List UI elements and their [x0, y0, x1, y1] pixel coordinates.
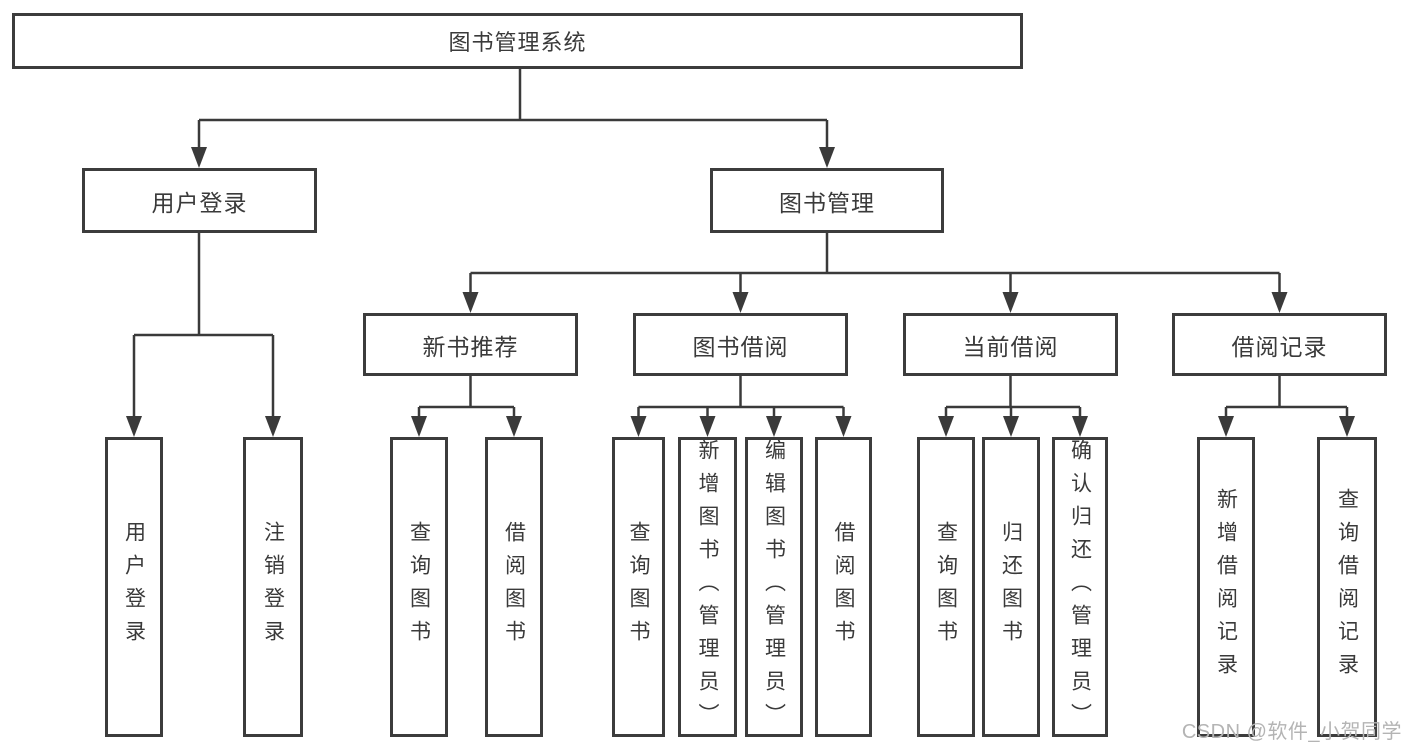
node-label: 图书管理: [779, 189, 875, 216]
leaf-label: 查询图书: [627, 521, 650, 653]
node-book-management: 图书管理: [710, 168, 944, 233]
leaf-borrowing-borrow-books: 借阅图书: [815, 437, 872, 737]
node-current-borrowing: 当前借阅: [903, 313, 1118, 376]
leaf-current-confirm-return-admin: 确认归还（管理员）: [1052, 437, 1108, 737]
leaf-logout: 注销登录: [243, 437, 303, 737]
leaf-records-query-borrow-record: 查询借阅记录: [1317, 437, 1377, 737]
csdn-watermark: CSDN @软件_小贺同学: [1181, 721, 1402, 743]
leaf-current-return-books: 归还图书: [982, 437, 1040, 737]
leaf-newbook-borrow-books: 借阅图书: [485, 437, 543, 737]
node-new-book-recommend: 新书推荐: [363, 313, 578, 376]
leaf-borrowing-add-books-admin: 新增图书（管理员）: [678, 437, 737, 737]
leaf-label: 用户登录: [122, 521, 146, 653]
node-label: 用户登录: [151, 189, 248, 216]
leaf-label: 新增图书（管理员）: [696, 438, 719, 736]
leaf-label: 查询图书: [934, 521, 958, 653]
leaf-label: 借阅图书: [502, 521, 526, 653]
node-label: 图书管理系统: [448, 30, 587, 55]
node-user-login: 用户登录: [82, 168, 317, 233]
node-label: 借阅记录: [1231, 333, 1328, 360]
leaf-borrowing-edit-books-admin: 编辑图书（管理员）: [745, 437, 803, 737]
leaf-label: 编辑图书（管理员）: [762, 438, 786, 736]
leaf-label: 新增借阅记录: [1214, 488, 1238, 686]
leaf-label: 注销登录: [261, 521, 285, 653]
node-book-borrowing: 图书借阅: [633, 313, 848, 376]
leaf-borrowing-query-books: 查询图书: [612, 437, 665, 737]
node-label: 图书借阅: [692, 333, 789, 360]
node-library-management-system: 图书管理系统: [12, 13, 1023, 69]
leaf-current-query-books: 查询图书: [917, 437, 975, 737]
leaf-label: 借阅图书: [832, 521, 855, 653]
leaf-records-add-borrow-record: 新增借阅记录: [1197, 437, 1255, 737]
leaf-label: 确认归还（管理员）: [1068, 438, 1092, 736]
leaf-label: 查询图书: [407, 521, 431, 653]
leaf-label: 归还图书: [999, 521, 1023, 653]
leaf-newbook-query-books: 查询图书: [390, 437, 448, 737]
node-label: 当前借阅: [962, 333, 1059, 360]
leaf-label: 查询借阅记录: [1335, 488, 1359, 686]
node-label: 新书推荐: [422, 333, 519, 360]
leaf-user-login: 用户登录: [105, 437, 163, 737]
node-borrow-records: 借阅记录: [1172, 313, 1387, 376]
